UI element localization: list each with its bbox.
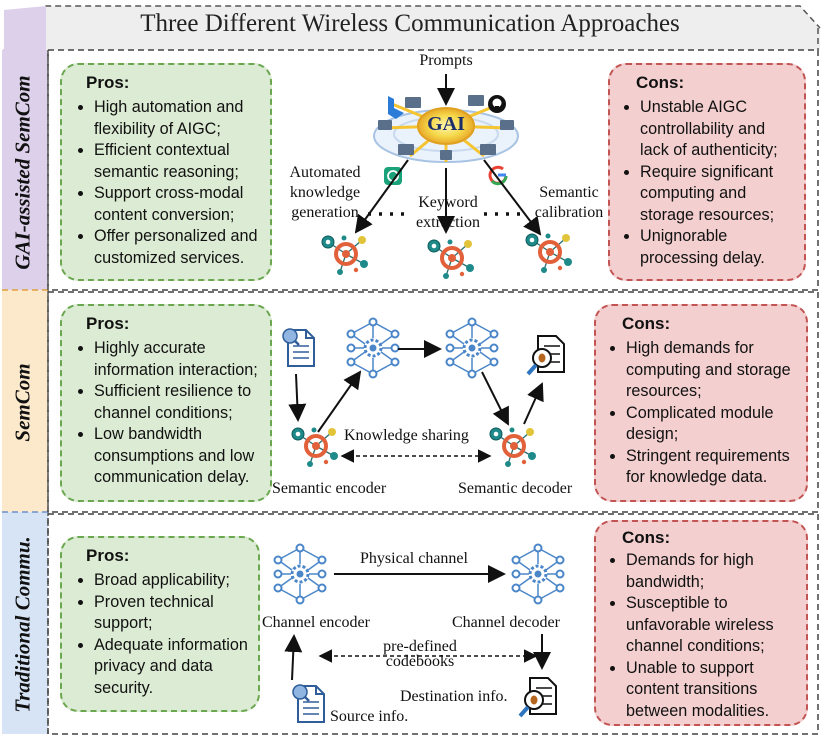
semantic-agent-icon	[290, 425, 340, 469]
predefined-label-line1: pre-defined	[383, 638, 457, 655]
gai-con-item: Unignorable processing delay.	[640, 226, 796, 269]
trad-pro-item: Proven technical support;	[94, 592, 252, 635]
bug-search-icon	[518, 676, 558, 718]
semcom-pros-title: Pros:	[86, 314, 130, 333]
gai-pros-box: Pros: High automation and flexibility of…	[60, 63, 272, 281]
semcom-pros-box: Pros: Highly accurate information intera…	[60, 304, 272, 502]
decoder-to-output-arrow	[523, 382, 544, 425]
trad-pros-list: Broad applicability; Proven technical su…	[74, 570, 252, 699]
trad-cons-box: Cons: Demands for high bandwidth; Suscep…	[594, 520, 808, 726]
gai-label: GAI	[427, 113, 465, 135]
auto-label-line3: generation	[291, 204, 359, 221]
semcom-band	[2, 290, 48, 512]
gai-band-top	[4, 6, 46, 50]
gai-pros-title: Pros:	[86, 73, 130, 92]
gai-con-item: Require significant computing and storag…	[640, 162, 796, 227]
semantic-agent-icon	[426, 237, 476, 281]
predefined-label-line2: codebooks	[385, 653, 455, 670]
gear-network-icon	[445, 317, 499, 379]
github-icon	[488, 95, 506, 113]
bug-search-icon	[526, 334, 566, 376]
keyword-label-line2: extraction	[416, 214, 480, 231]
trad-panel	[47, 513, 819, 735]
top-bevel	[4, 6, 820, 50]
trad-con-item: Demands for high bandwidth;	[626, 550, 800, 593]
net-to-decoder-arrow	[481, 371, 509, 426]
trad-cons-list: Demands for high bandwidth; Susceptible …	[606, 550, 800, 722]
gai-pro-item: High automation and flexibility of AIGC;	[94, 97, 260, 140]
gai-panel	[47, 49, 819, 291]
semcom-con-item: Stringent requirements for knowledge dat…	[626, 446, 800, 489]
channel-decoder-label: Channel decoder	[452, 614, 560, 631]
trad-pro-item: Adequate information privacy and data se…	[94, 635, 252, 700]
destination-info-label: Destination info.	[400, 688, 508, 705]
trad-pros-box: Pros: Broad applicability; Proven techni…	[60, 536, 260, 712]
gai-pro-item: Offer personalized and customized servic…	[94, 226, 260, 269]
semcom-pro-item: Highly accurate information interaction;	[94, 338, 264, 381]
bing-icon	[388, 96, 404, 119]
physical-channel-label: Physical channel	[360, 550, 468, 567]
gai-core	[417, 107, 475, 145]
semcom-con-item: Complicated module design;	[626, 403, 800, 446]
semantic-encoder-label: Semantic encoder	[272, 480, 387, 497]
knowledge-sharing-label: Knowledge sharing	[344, 427, 469, 444]
semcom-cons-list: High demands for computing and storage r…	[606, 338, 800, 489]
trad-pros-title: Pros:	[86, 546, 130, 565]
gai-cons-title: Cons:	[636, 73, 685, 92]
trad-con-item: Susceptible to unfavorable wireless chan…	[626, 593, 800, 658]
gai-pro-item: Efficient contextual semantic reasoning;	[94, 140, 260, 183]
channel-encoder-label: Channel encoder	[262, 614, 370, 631]
gear-network-icon	[273, 543, 327, 605]
trad-cons-title: Cons:	[622, 528, 671, 547]
semcal-label-line2: calibration	[534, 204, 604, 221]
gai-band	[2, 50, 48, 290]
encoder-to-net-arrow	[317, 370, 362, 433]
source-info-label: Source info.	[330, 708, 409, 725]
diagram-title: Three Different Wireless Communication A…	[140, 10, 680, 37]
semcom-pro-item: Sufficient resilience to channel conditi…	[94, 381, 264, 424]
gear-network-icon	[346, 317, 400, 379]
semcom-cons-box: Cons: High demands for computing and sto…	[594, 304, 808, 502]
gai-to-semcal-arrow	[483, 159, 542, 236]
semcom-con-item: High demands for computing and storage r…	[626, 338, 800, 403]
semantic-agent-icon	[488, 425, 538, 469]
prompts-label: Prompts	[419, 52, 473, 69]
semcom-pro-item: Low bandwidth consumptions and low commu…	[94, 424, 264, 489]
gai-con-item: Unstable AIGC controllability and lack o…	[640, 97, 796, 162]
semcom-panel	[47, 291, 819, 513]
trad-band	[2, 512, 48, 734]
semcom-pros-list: Highly accurate information interaction;…	[74, 338, 264, 489]
auto-label-line2: knowledge	[289, 184, 361, 201]
semantic-agent-icon	[524, 231, 574, 275]
semcal-label-line1: Semantic	[539, 184, 599, 201]
gai-cons-list: Unstable AIGC controllability and lack o…	[620, 97, 796, 269]
document-icon	[281, 327, 316, 368]
source-to-encoder-arrow	[284, 634, 303, 681]
auto-label-line1: Automated	[289, 164, 361, 181]
gai-pro-item: Support cross-modal content conversion;	[94, 183, 260, 226]
gai-to-auto-arrow	[354, 159, 409, 234]
semcom-cons-title: Cons:	[622, 314, 671, 333]
document-icon	[291, 683, 326, 724]
semantic-decoder-label: Semantic decoder	[458, 480, 573, 497]
keyword-label-line1: Keyword	[418, 194, 478, 211]
gear-network-icon	[511, 543, 565, 605]
trad-pro-item: Broad applicability;	[94, 570, 252, 592]
doc-to-encoder-arrow	[288, 373, 307, 422]
device-icons	[378, 95, 514, 160]
semantic-agent-icon	[320, 233, 370, 277]
gai-cons-box: Cons: Unstable AIGC controllability and …	[608, 63, 806, 281]
gai-pros-list: High automation and flexibility of AIGC;…	[74, 97, 260, 269]
trad-con-item: Unable to support content transitions be…	[626, 658, 800, 723]
